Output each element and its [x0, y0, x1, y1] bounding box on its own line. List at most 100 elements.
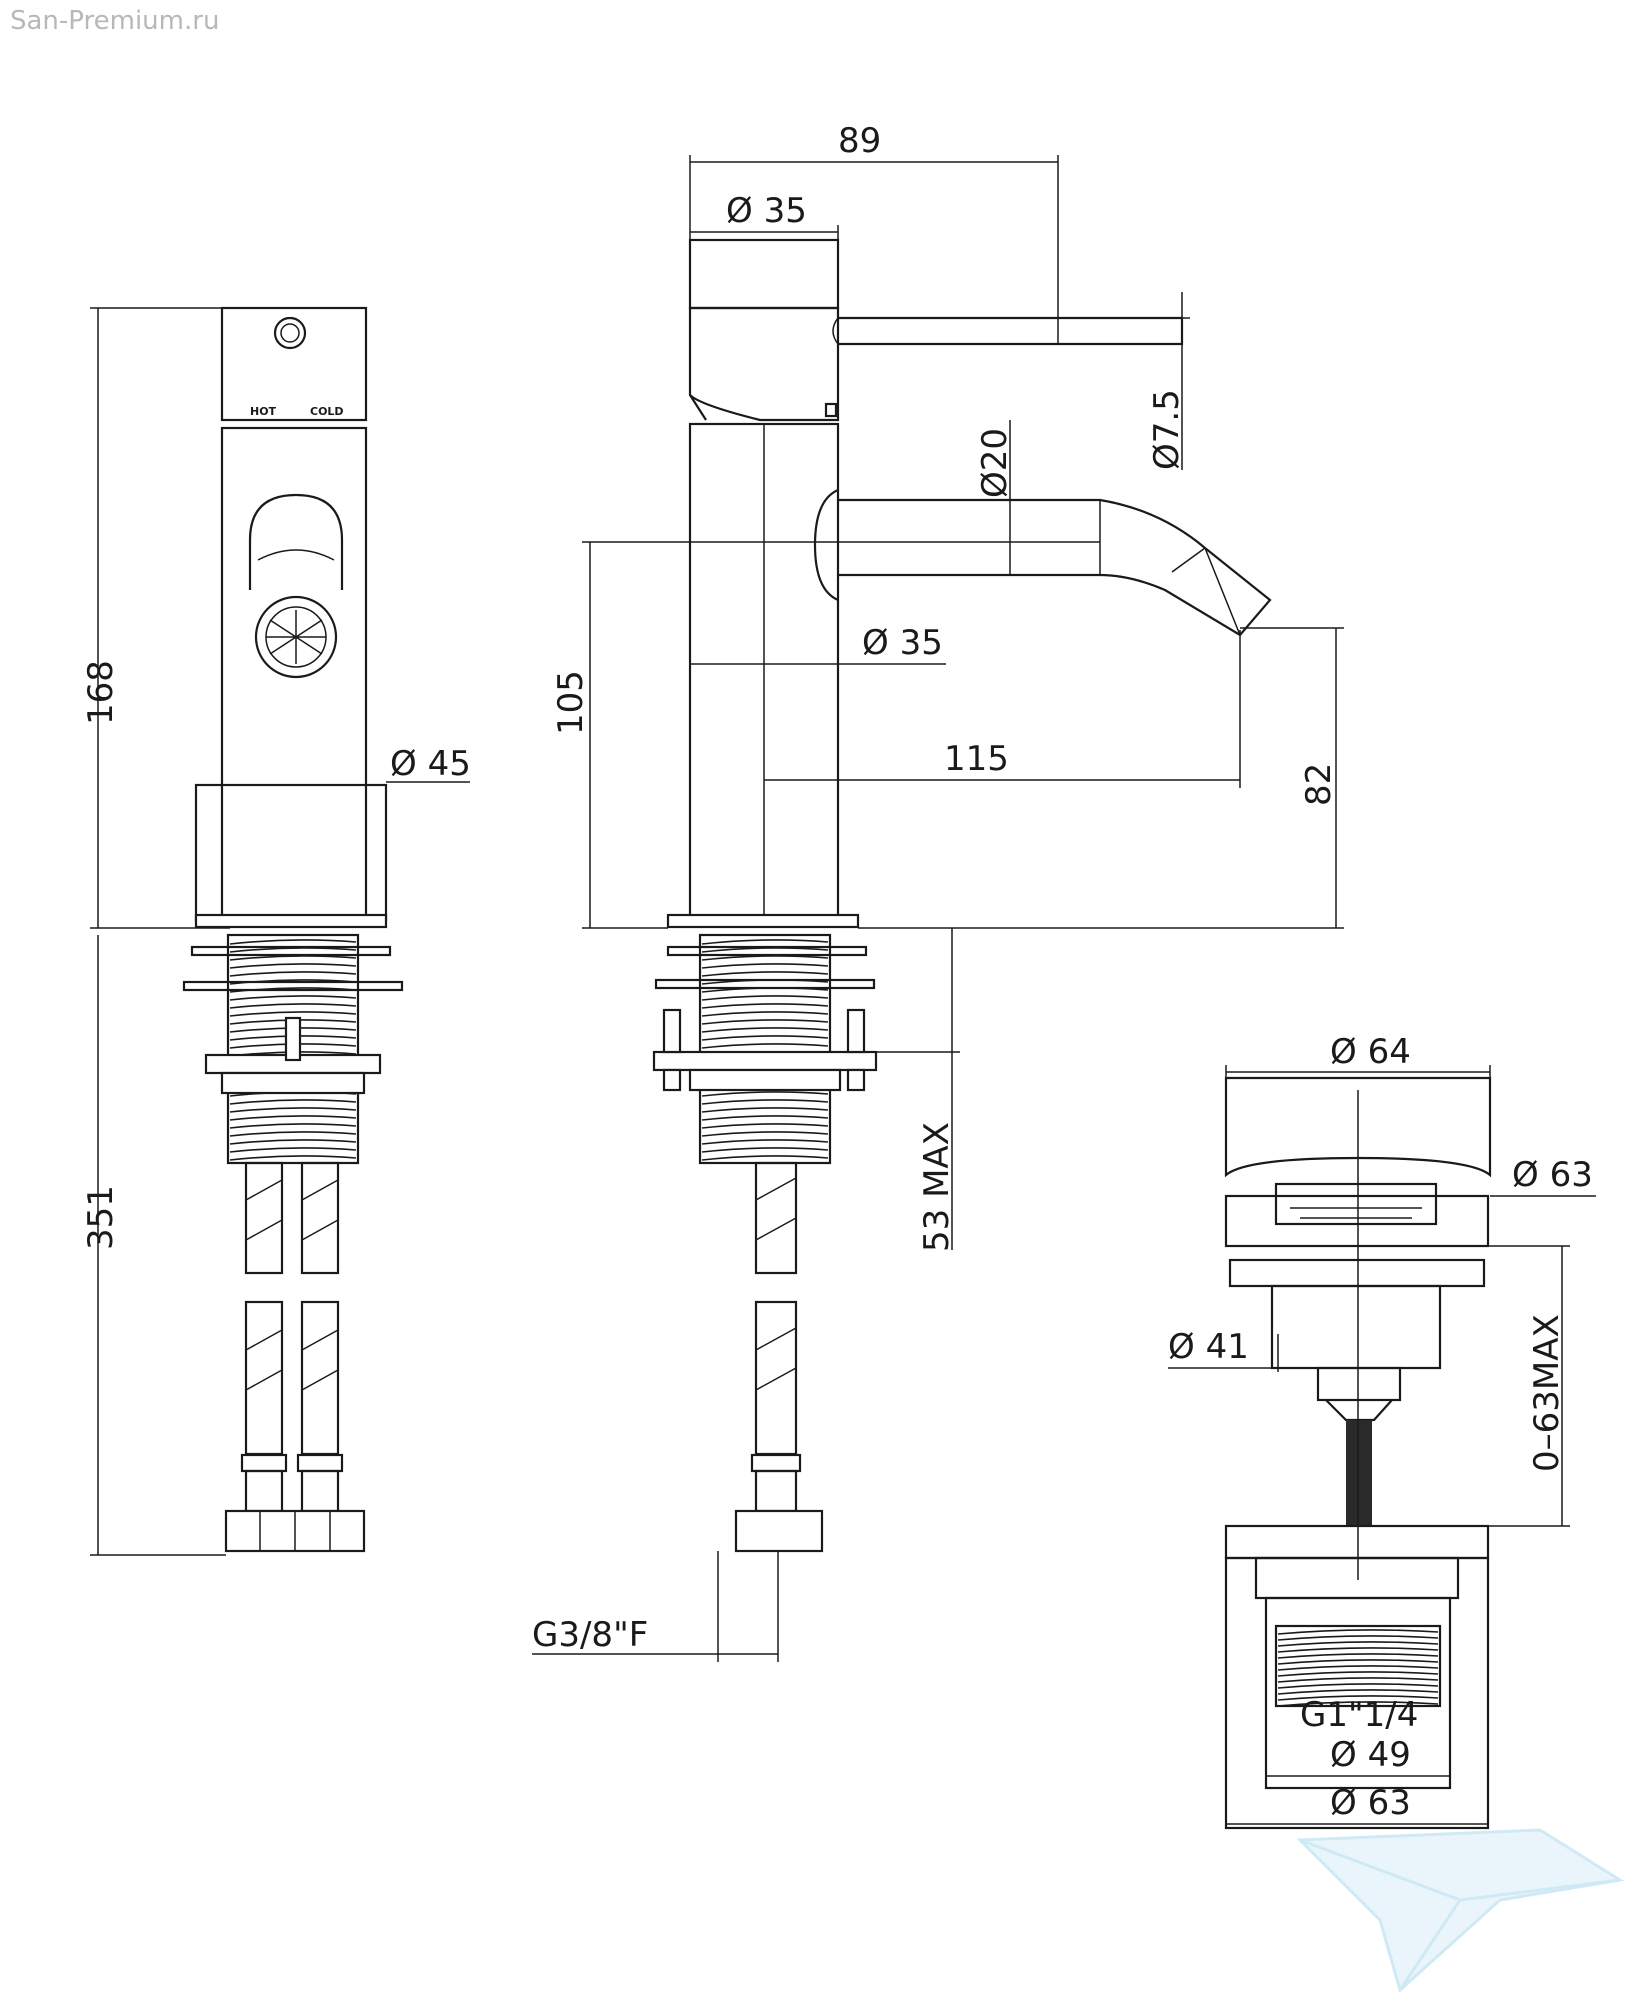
- hot-label: HOT: [250, 405, 277, 418]
- thread-line: [701, 1107, 829, 1113]
- side-view: 89 Ø 35 Ø7.5 Ø20 Ø 35 105 115 82 53 MAX: [532, 121, 1344, 1662]
- dim-168: 168: [81, 660, 121, 725]
- dim-diameter-20: Ø20: [975, 428, 1015, 498]
- thread-line: [701, 1155, 829, 1161]
- thread-line: [229, 1123, 357, 1129]
- thread-label: G1"1/4: [1300, 1695, 1418, 1735]
- thread-line: [229, 1099, 357, 1105]
- dim-adjust-range: 0–63MAX: [1527, 1314, 1567, 1472]
- thread-line: [229, 995, 357, 1001]
- dim-diameter-45: Ø 45: [390, 744, 471, 784]
- waste-flange: [1224, 1194, 1490, 1248]
- thread-line: [701, 1003, 829, 1009]
- thread-line: [1277, 1665, 1439, 1671]
- spout: [838, 498, 1272, 637]
- thread-line: [701, 1011, 829, 1017]
- handle-knob-icon: [273, 316, 307, 350]
- thread-line: [701, 995, 829, 1001]
- thread-line: [229, 971, 357, 977]
- threaded-shank: [226, 933, 360, 1165]
- dim-diameter-63-base: Ø 63: [1330, 1783, 1411, 1823]
- base-plate: [666, 913, 860, 929]
- thread-line: [1277, 1653, 1439, 1659]
- aerator-icon: [254, 595, 338, 679]
- dim-115: 115: [944, 739, 1009, 779]
- thread-line: [701, 939, 829, 945]
- thread-line: [229, 939, 357, 945]
- dim-82: 82: [1299, 763, 1339, 806]
- lever: [838, 316, 1184, 346]
- dim-diameter-64: Ø 64: [1330, 1032, 1411, 1072]
- watermark-logo-icon: [1296, 1828, 1625, 1993]
- thread-line: [229, 1011, 357, 1017]
- thread-line: [701, 1043, 829, 1049]
- thread-line: [1277, 1647, 1439, 1653]
- thread-line: [1277, 1689, 1439, 1695]
- thread-line: [701, 963, 829, 969]
- thread-line: [1277, 1671, 1439, 1677]
- thread-line: [229, 1147, 357, 1153]
- waste-view: Ø 64 Ø 63 Ø 41 0–63MAX G1"1/4 Ø 49 Ø 63: [1168, 1032, 1596, 1830]
- thread-line: [1277, 1701, 1439, 1707]
- washer: [190, 945, 392, 957]
- dim-diameter-63-flange: Ø 63: [1512, 1155, 1593, 1195]
- thread-line: [701, 1115, 829, 1121]
- thread-line: [1277, 1641, 1439, 1647]
- thread-line: [229, 1155, 357, 1161]
- waste-body: [1270, 1284, 1442, 1370]
- thread-line: [1277, 1629, 1439, 1635]
- thread-line: [229, 1139, 357, 1145]
- thread-line: [229, 1107, 357, 1113]
- thread-line: [701, 955, 829, 961]
- handle-body: [688, 306, 840, 422]
- waste-base: [1224, 1524, 1490, 1560]
- thread-line: [229, 979, 357, 985]
- dim-diameter-41: Ø 41: [1168, 1327, 1249, 1367]
- thread-line: [701, 1099, 829, 1105]
- cold-label: COLD: [310, 405, 344, 418]
- thread-line: [701, 1091, 829, 1097]
- connection-label: G3/8"F: [532, 1615, 648, 1655]
- thread-line: [229, 955, 357, 961]
- supply-hoses: [224, 1161, 366, 1553]
- spindle: [1346, 1420, 1372, 1526]
- thread-line: [229, 1131, 357, 1137]
- thread-line: [701, 987, 829, 993]
- thread-line: [701, 1027, 829, 1033]
- watermark-text: San-Premium.ru: [10, 6, 220, 36]
- thread-line: [701, 1019, 829, 1025]
- thread-line: [229, 947, 357, 953]
- thread-line: [701, 947, 829, 953]
- thread-line: [229, 987, 357, 993]
- thread-line: [701, 1123, 829, 1129]
- front-view: HOT COLD: [81, 306, 471, 1556]
- thread-line: [229, 963, 357, 969]
- thread-line: [1277, 1677, 1439, 1683]
- thread-line: [701, 1035, 829, 1041]
- thread-line: [1277, 1695, 1439, 1701]
- thread-line: [701, 1139, 829, 1145]
- dim-53-max: 53 MAX: [917, 1122, 957, 1252]
- thread-line: [1277, 1659, 1439, 1665]
- handle-cap: [688, 238, 840, 310]
- spout-outlet: [248, 493, 344, 590]
- dim-diameter-35-top: Ø 35: [726, 191, 807, 231]
- body: [220, 426, 368, 924]
- dim-351: 351: [81, 1185, 121, 1250]
- thread-line: [701, 1147, 829, 1153]
- thread-line: [229, 1115, 357, 1121]
- thread-line: [229, 1003, 357, 1009]
- thread-line: [701, 1131, 829, 1137]
- dim-105: 105: [551, 670, 591, 735]
- base-collar: [194, 783, 388, 922]
- thread-line: [1277, 1635, 1439, 1641]
- thread-line: [1277, 1683, 1439, 1689]
- handle-block: [220, 306, 368, 422]
- thread-line: [701, 979, 829, 985]
- dim-diameter-7-5: Ø7.5: [1147, 389, 1187, 470]
- dim-diameter-49: Ø 49: [1330, 1735, 1411, 1775]
- threaded-shank: [698, 933, 832, 1165]
- dim-diameter-35: Ø 35: [862, 623, 943, 663]
- dim-89: 89: [838, 121, 881, 161]
